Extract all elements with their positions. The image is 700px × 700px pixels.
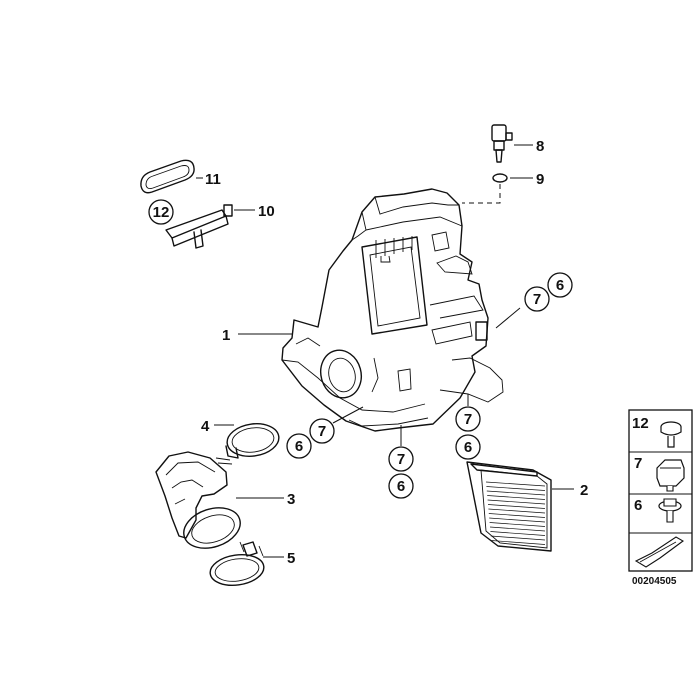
filter-pleat-line — [488, 513, 546, 518]
callout-3: 3 — [287, 491, 295, 508]
callout-12: 12 — [153, 204, 170, 221]
filter-pleats — [485, 481, 546, 545]
washer-bolt-icon — [658, 498, 682, 523]
callout-2: 2 — [580, 482, 588, 499]
callout-10: 10 — [258, 203, 275, 220]
air-filter-housing-part — [281, 188, 504, 432]
callout-6-circle-mid — [388, 473, 414, 499]
callout-7-far: 7 — [464, 411, 472, 428]
sensor-part — [491, 124, 513, 163]
callout-1: 1 — [222, 327, 230, 344]
upper-hose-clamp-part — [215, 423, 280, 465]
callout-6-circle-left — [286, 433, 312, 459]
filter-pleat-line — [490, 531, 546, 536]
filter-pleat-line — [487, 495, 546, 500]
callout-6-circle-far — [455, 434, 481, 460]
filter-pleat-line — [491, 540, 546, 545]
rubber-mount-icon — [656, 459, 685, 492]
legend-label-7: 7 — [634, 455, 642, 472]
filter-pleat-line — [489, 517, 546, 523]
leader-line-pair-left — [332, 406, 364, 424]
filter-pleat-line — [486, 490, 546, 496]
lower-hose-clamp-part — [209, 541, 265, 587]
callout-7-mid: 7 — [397, 451, 405, 468]
legend-label-6: 6 — [634, 497, 642, 514]
callout-9: 9 — [536, 171, 544, 188]
sensor-dash-line — [462, 184, 501, 204]
filter-pleat-line — [487, 499, 546, 505]
callout-7-circle-right — [524, 286, 550, 312]
arrow-icon — [634, 536, 685, 568]
filter-pleat-line — [486, 486, 546, 491]
filter-pleat-line — [487, 504, 546, 509]
callout-11: 11 — [205, 171, 221, 188]
filter-pleat-line — [489, 522, 546, 527]
callout-6-mid: 6 — [397, 478, 405, 495]
callout-8: 8 — [536, 138, 544, 155]
intake-hose-part — [155, 451, 241, 549]
callout-6-right: 6 — [556, 277, 564, 294]
callout-6-circle-right — [547, 272, 573, 298]
callout-7-right: 7 — [533, 291, 541, 308]
callout-6-left: 6 — [295, 438, 303, 455]
callout-6-far: 6 — [464, 439, 472, 456]
legend-label-12: 12 — [632, 415, 649, 432]
filter-pleat-line — [488, 508, 546, 514]
filter-element-part — [466, 461, 552, 552]
callout-4: 4 — [201, 418, 210, 435]
screw-icon — [660, 421, 682, 448]
callout-12-circle — [148, 199, 174, 225]
legend-panel: 12 7 6 — [628, 409, 693, 572]
callout-7-circle-mid — [388, 446, 414, 472]
filter-pleat-line — [489, 526, 546, 532]
callout-7-circle-left — [309, 418, 335, 444]
drawing-code: 00204505 — [632, 576, 677, 587]
callout-7-left: 7 — [318, 423, 326, 440]
bracket-part — [165, 204, 233, 249]
filter-pleat-line — [490, 535, 546, 541]
seal-ring-part — [492, 173, 508, 183]
filter-pleat-line — [485, 481, 546, 487]
leader-line-pair-right — [495, 307, 521, 329]
callout-7-circle-far — [455, 406, 481, 432]
gasket-ring-part — [140, 159, 195, 194]
callout-5: 5 — [287, 550, 295, 567]
